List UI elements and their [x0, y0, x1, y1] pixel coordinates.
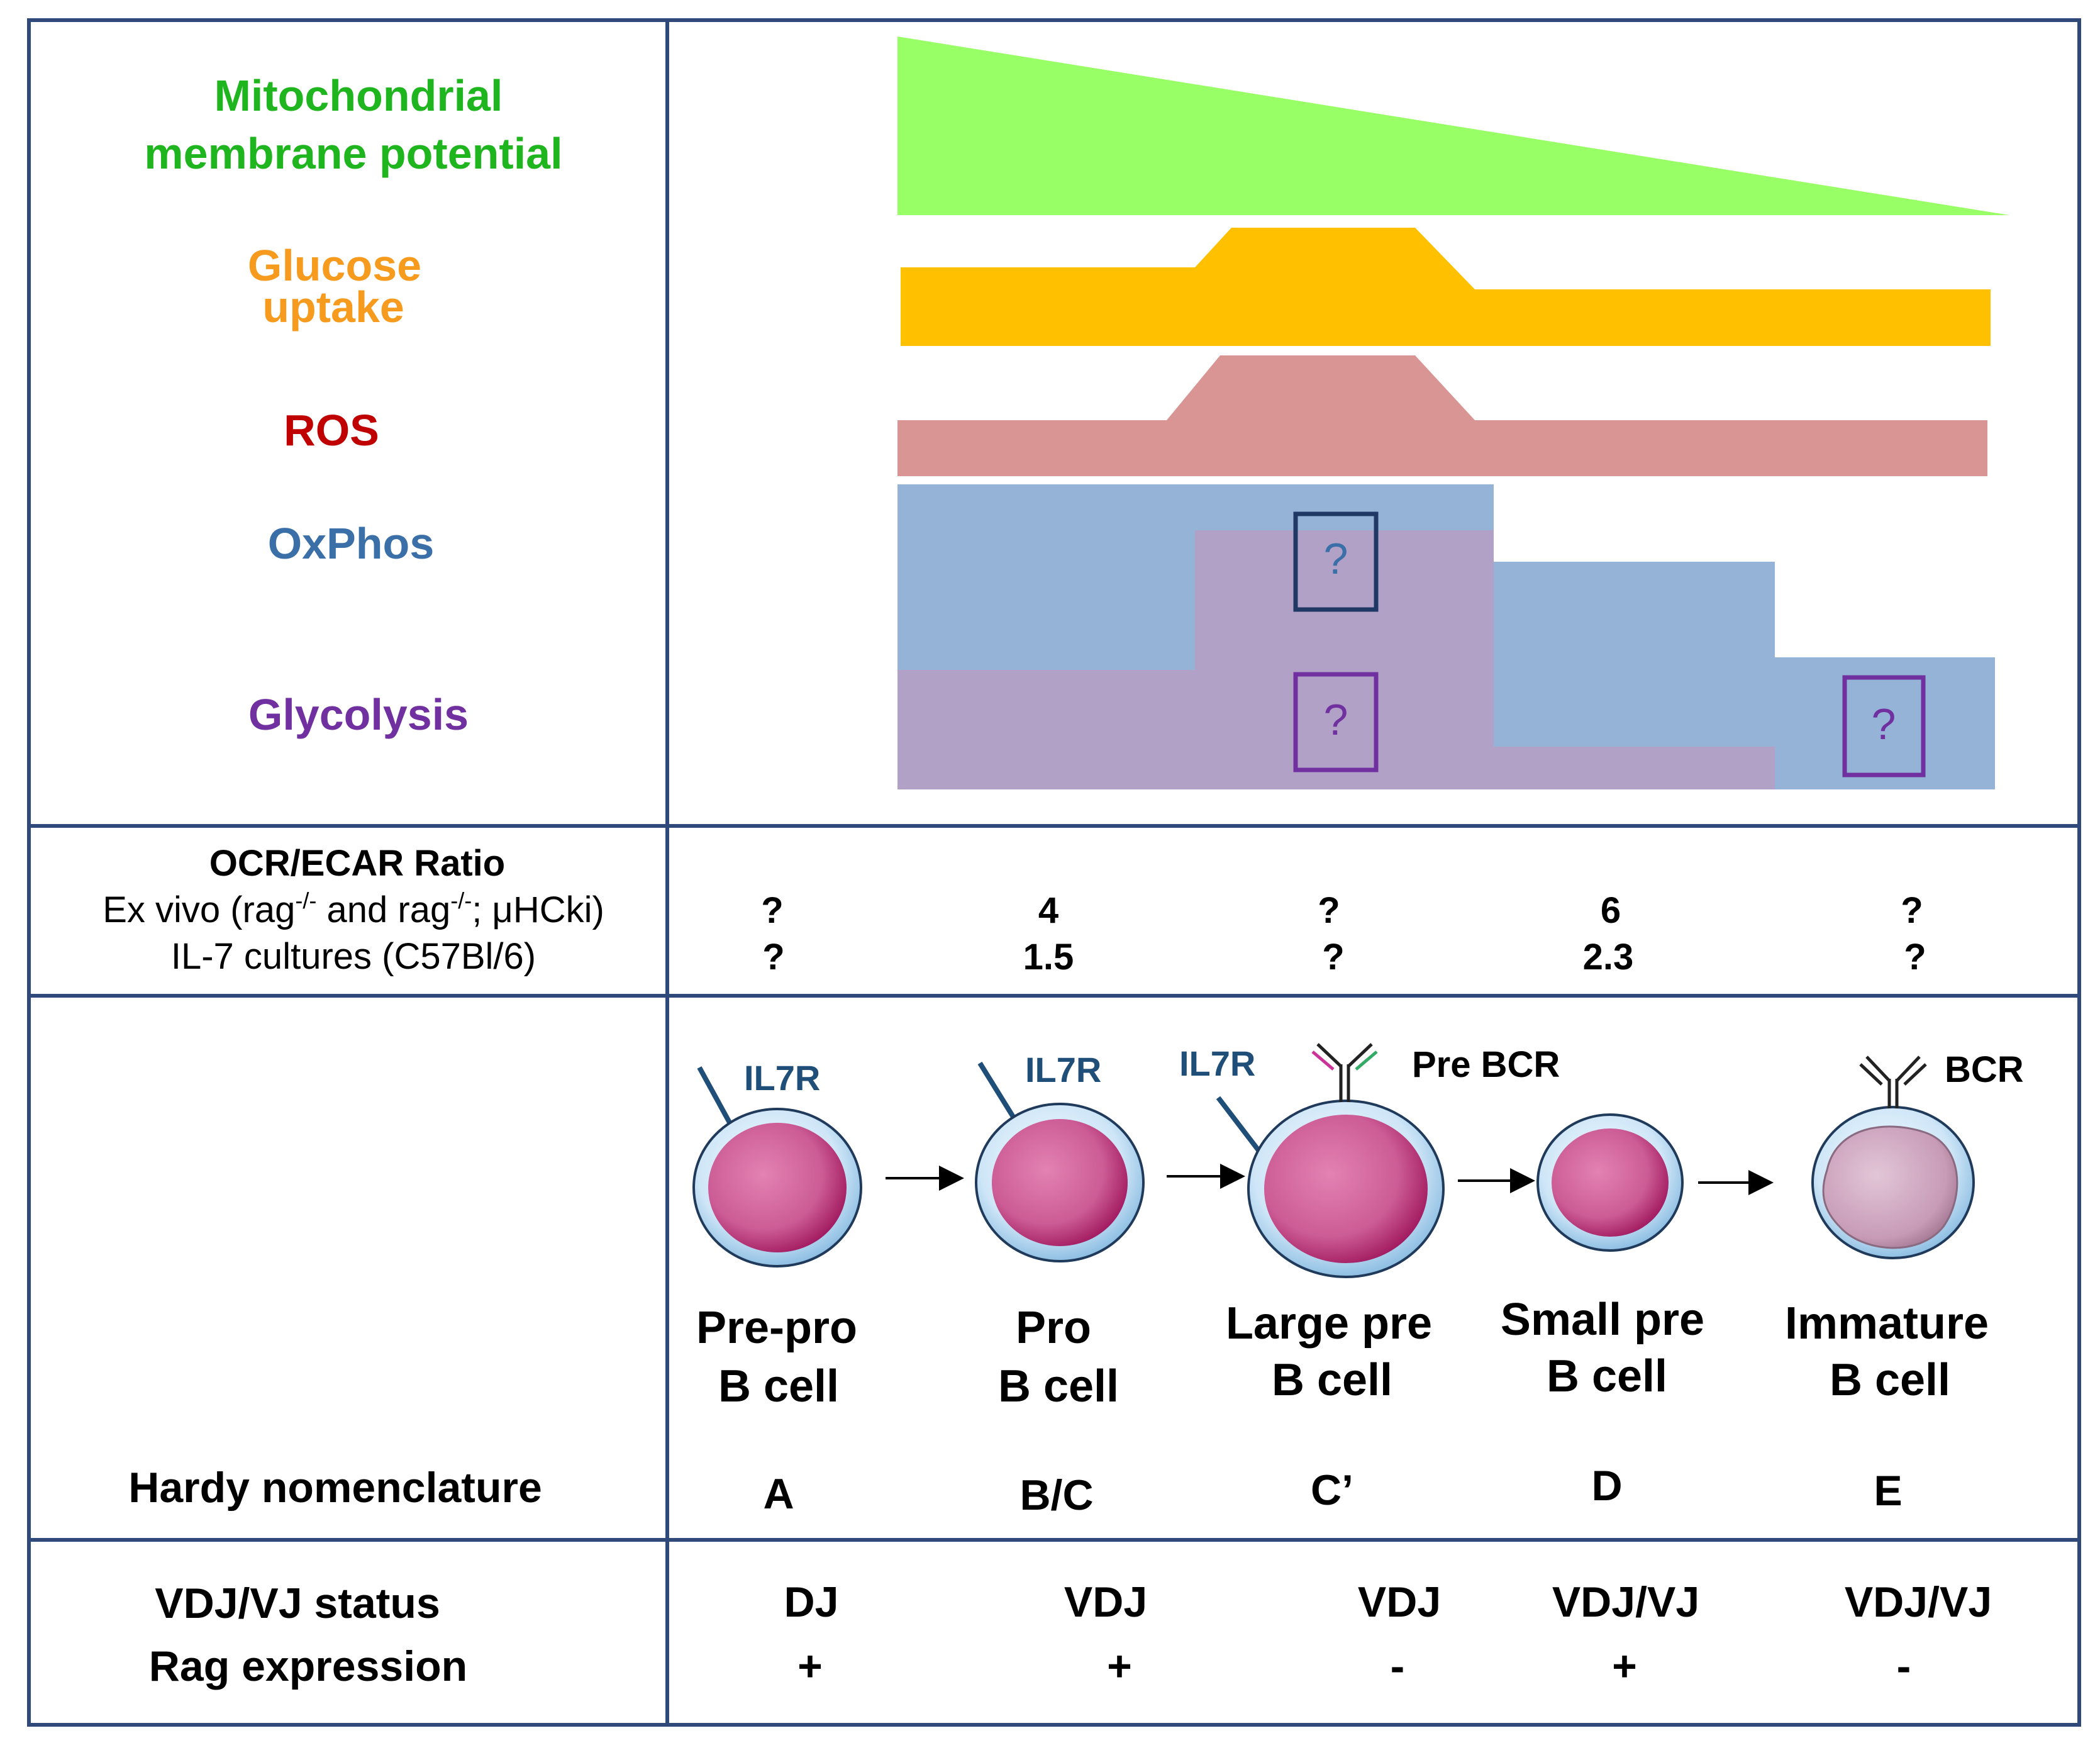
- glucose-label-line2: uptake: [262, 282, 404, 332]
- oxphos-label: OxPhos: [268, 519, 435, 568]
- bcr-receptor: [1859, 1056, 1927, 1108]
- vdj-A: DJ: [784, 1578, 839, 1626]
- stage-E-line1: Immature: [1785, 1298, 1989, 1349]
- il7r-label-3: IL7R: [1179, 1044, 1255, 1083]
- ratio-row: OCR/ECAR Ratio Ex vivo (rag-/- and rag-/…: [103, 843, 1926, 978]
- exvivo-value-E: ?: [1901, 890, 1923, 931]
- hardy-row: Hardy nomenclature A B/C C’ D E: [128, 1462, 1902, 1519]
- table-grid: [27, 18, 2081, 1727]
- stage-A-line1: Pre-pro: [696, 1303, 857, 1353]
- hardy-label: Hardy nomenclature: [128, 1464, 542, 1512]
- glucose-label-line1: Glucose: [248, 241, 421, 290]
- stage-BC-line1: Pro: [1016, 1303, 1091, 1353]
- exvivo-value-D: 6: [1601, 890, 1621, 931]
- glycolysis-unknown-mark-1: ?: [1324, 695, 1348, 744]
- glycolysis-unknown-mark-2: ?: [1872, 699, 1896, 749]
- stage-D-line2: B cell: [1547, 1351, 1667, 1401]
- pre-pro-b-cell-illustration: IL7R: [692, 1058, 862, 1268]
- vdj-E: VDJ/VJ: [1845, 1578, 1992, 1626]
- pro-b-cell-illustration: IL7R: [975, 1050, 1145, 1262]
- glycolysis-label: Glycolysis: [248, 690, 469, 739]
- stage-C-line1: Large pre: [1226, 1298, 1432, 1349]
- ratio-il7-label: IL-7 cultures (C57Bl/6): [171, 936, 536, 977]
- hardy-A: A: [763, 1470, 794, 1518]
- glycolysis-unknown-box-2: [1842, 675, 1926, 777]
- il7r-receptor-3: [1216, 1096, 1262, 1153]
- il7-value-C: ?: [1322, 937, 1344, 978]
- oxphos-unknown-box: [1293, 511, 1379, 612]
- hardy-D: D: [1591, 1462, 1622, 1510]
- oxphos-unknown-mark: ?: [1324, 534, 1348, 583]
- rag-BC: +: [1107, 1642, 1132, 1690]
- stage-names: Pre-pro B cell Pro B cell Large pre B ce…: [696, 1295, 1989, 1412]
- hardy-BC: B/C: [1019, 1471, 1093, 1519]
- glycolysis-area: [897, 530, 1775, 789]
- exvivo-value-A: ?: [761, 890, 783, 931]
- bcr-label: BCR: [1945, 1049, 2024, 1090]
- small-pre-b-cell-illustration: [1536, 1113, 1684, 1252]
- mito-label-line2: membrane potential: [144, 129, 562, 178]
- table-outer-border: [27, 18, 2081, 1727]
- ratio-exvivo-label: Ex vivo (rag-/- and rag-/-; μHCki): [103, 888, 604, 930]
- status-row: VDJ/VJ status Rag expression DJ VDJ VDJ …: [149, 1578, 1992, 1690]
- glucose-uptake-band: [901, 228, 1991, 346]
- ratio-title: OCR/ECAR Ratio: [209, 843, 505, 884]
- vdj-status-label: VDJ/VJ status: [155, 1580, 440, 1627]
- stage-D-line1: Small pre: [1501, 1295, 1704, 1345]
- mito-label-line1: Mitochondrial: [214, 71, 503, 120]
- il7r-label-2: IL7R: [1025, 1050, 1101, 1089]
- il7-value-E: ?: [1904, 937, 1926, 978]
- il7-value-A: ?: [762, 937, 784, 978]
- rag-E: -: [1897, 1642, 1911, 1690]
- ros-label: ROS: [284, 406, 379, 455]
- hardy-C: C’: [1311, 1466, 1353, 1514]
- il7r-receptor-2: [977, 1061, 1018, 1123]
- exvivo-value-C: ?: [1318, 890, 1340, 931]
- vdj-D: VDJ/VJ: [1552, 1578, 1699, 1626]
- exvivo-value-BC: 4: [1038, 890, 1058, 931]
- il7r-receptor-1: [697, 1066, 734, 1127]
- vdj-BC: VDJ: [1064, 1578, 1147, 1626]
- stage-BC-line2: B cell: [998, 1361, 1119, 1412]
- ros-band: [897, 355, 1987, 476]
- immature-b-cell-illustration: BCR: [1811, 1049, 2024, 1259]
- metabolism-labels: Mitochondrial membrane potential Glucose…: [144, 71, 562, 739]
- il7-value-BC: 1.5: [1023, 937, 1074, 978]
- metabolism-panel: ? ? ?: [897, 36, 2009, 789]
- glycolysis-unknown-box-1: [1293, 672, 1379, 772]
- rag-C: -: [1391, 1642, 1405, 1690]
- hardy-E: E: [1874, 1467, 1902, 1515]
- rag-expression-label: Rag expression: [149, 1642, 467, 1690]
- vdj-C: VDJ: [1358, 1578, 1441, 1626]
- pre-bcr-receptor: [1311, 1043, 1378, 1102]
- rag-A: +: [797, 1642, 823, 1690]
- pre-bcr-label: Pre BCR: [1412, 1044, 1560, 1085]
- stage-A-line2: B cell: [718, 1361, 839, 1412]
- il7r-label-1: IL7R: [744, 1058, 820, 1098]
- cell-row: IL7R IL7R IL7R Pre BCR: [692, 1043, 2024, 1278]
- mito-potential-wedge: [897, 36, 2009, 215]
- rag-D: +: [1612, 1642, 1637, 1690]
- il7-value-D: 2.3: [1583, 937, 1634, 978]
- stage-C-line2: B cell: [1272, 1355, 1392, 1405]
- stage-E-line2: B cell: [1830, 1355, 1950, 1405]
- large-pre-b-cell-illustration: IL7R Pre BCR: [1179, 1043, 1560, 1278]
